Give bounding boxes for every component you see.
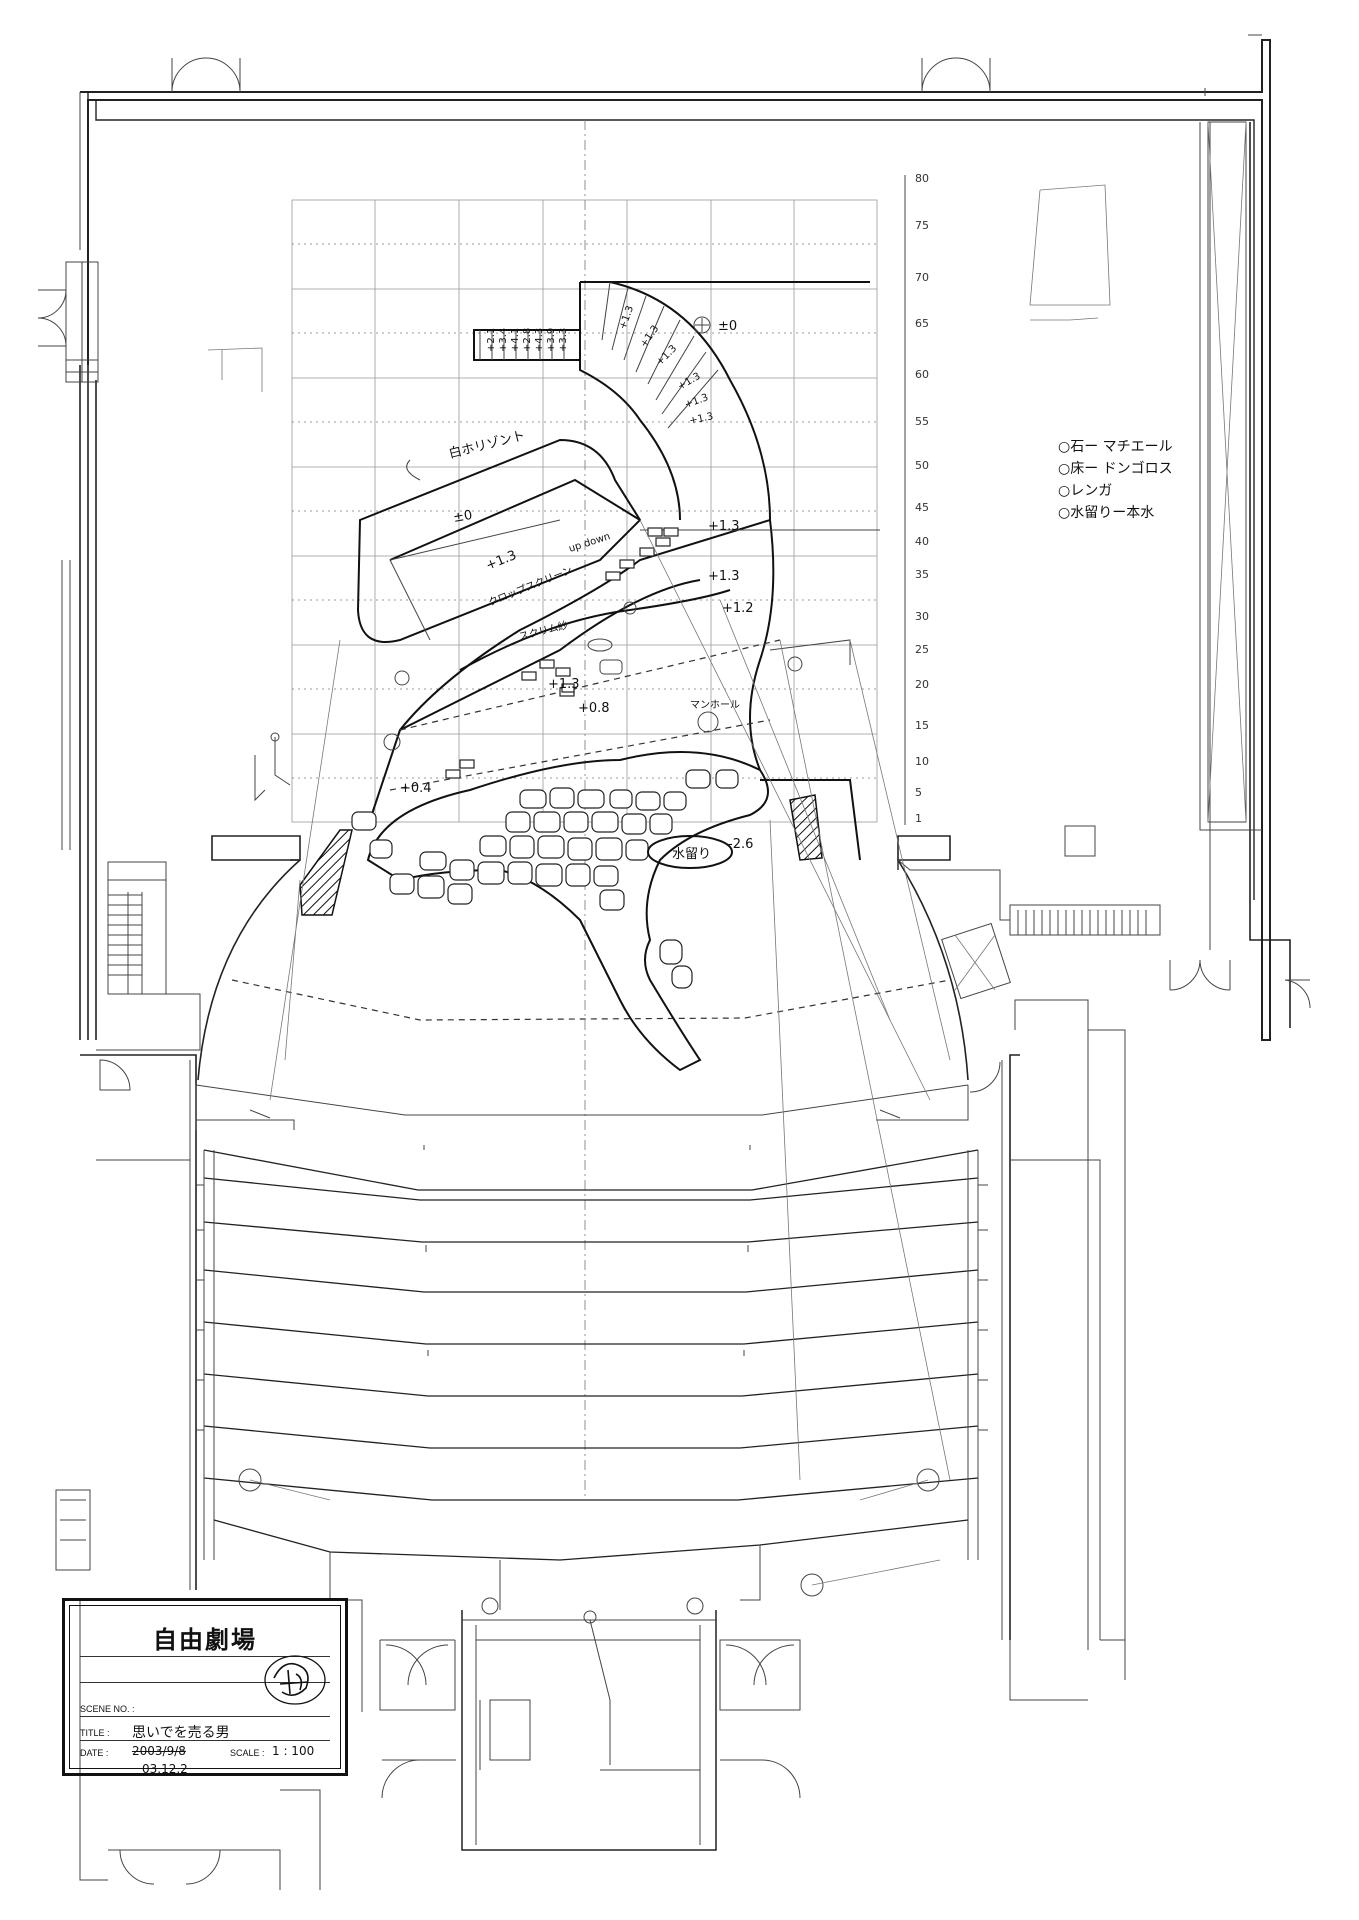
- label-stair: +1.3: [654, 343, 679, 368]
- title-block-inner: 自由劇場 SCENE NO. : TITLE : 思いでを売る男 DATE : …: [69, 1605, 341, 1776]
- stage-grid: [291, 120, 878, 1500]
- cobblestones: [351, 769, 739, 989]
- label-stair: +1.3: [676, 371, 703, 393]
- venue-name: 自由劇場: [153, 1626, 257, 1654]
- signature-stamp: [264, 1655, 326, 1705]
- scale-tick: 45: [915, 501, 929, 514]
- label-plus12: +1.2: [722, 601, 754, 616]
- date-value: 2003/9/8: [132, 1744, 186, 1758]
- label-plus04: +0.4: [400, 781, 432, 796]
- date-label: DATE :: [80, 1748, 109, 1758]
- legend-item: ○床ー ドンゴロス: [1058, 461, 1173, 477]
- label-plus13-c: +1.3: [708, 569, 740, 584]
- date-revised: 03.12.2: [142, 1762, 188, 1776]
- right-wing-panel: [1207, 121, 1247, 823]
- scene-label: SCENE NO. :: [80, 1704, 135, 1714]
- legend-item: ○レンガ: [1058, 483, 1113, 499]
- label-stair: +1.3: [683, 392, 710, 411]
- label-left-stair: +4.3: [534, 328, 545, 352]
- label-left-stair: +3.9: [546, 328, 557, 352]
- label-manhole: マンホール: [690, 699, 740, 711]
- materials-legend: ○石ー マチエール ○床ー ドンゴロス ○レンガ ○水留りー本水: [1058, 436, 1228, 524]
- scale-tick: 1: [915, 812, 922, 825]
- label-zero-mid: ±0: [452, 508, 473, 526]
- scale-tick: 65: [915, 317, 929, 330]
- left-stair-block: [96, 861, 201, 1051]
- divider: [80, 1682, 330, 1683]
- label-pool: 水留り: [672, 847, 711, 862]
- label-plus13-d: +1.3: [548, 677, 580, 692]
- legend-item: ○石ー マチエール: [1058, 439, 1173, 455]
- scale-label: SCALE :: [230, 1748, 265, 1758]
- divider: [80, 1740, 330, 1741]
- scale-tick: 20: [915, 678, 929, 691]
- scale-tick: 10: [915, 755, 929, 768]
- title-block: 自由劇場 SCENE NO. : TITLE : 思いでを売る男 DATE : …: [62, 1598, 348, 1776]
- door-top-left: [171, 57, 241, 93]
- scale-tick: 35: [915, 568, 929, 581]
- legend-item: ○水留りー本水: [1058, 505, 1155, 521]
- label-minus26: -2.6: [728, 837, 753, 852]
- scale-tick: 60: [915, 368, 929, 381]
- label-left-stair: +2.1: [486, 328, 497, 352]
- label-zero-top: ±0: [718, 319, 737, 334]
- door-right-lower: [1169, 959, 1311, 1009]
- scale-tick: 15: [915, 719, 929, 732]
- depth-scale: 80 75 70 65 60 55 50 45 40 35 30 25 20 1…: [904, 172, 929, 825]
- brick-patches: [445, 527, 679, 779]
- label-screen: クロップスクリーン: [487, 564, 574, 609]
- scale-value: 1 : 100: [272, 1744, 315, 1758]
- label-plus13-a: +1.3: [484, 548, 519, 574]
- door-left-wall: [37, 261, 99, 383]
- set-design: [207, 184, 1111, 1481]
- scale-tick: 50: [915, 459, 929, 472]
- label-updown: up down: [568, 531, 612, 555]
- scale-tick: 25: [915, 643, 929, 656]
- scale-tick: 40: [915, 535, 929, 548]
- scale-tick: 70: [915, 271, 929, 284]
- label-stair: +1.3: [617, 304, 636, 331]
- label-stair: +1.3: [688, 411, 714, 427]
- label-scrim: スクリム紗: [518, 619, 569, 643]
- scale-tick: 30: [915, 610, 929, 623]
- scale-tick: 75: [915, 219, 929, 232]
- scale-tick: 55: [915, 415, 929, 428]
- label-left-stair: +3.3: [558, 328, 569, 352]
- label-plus08: +0.8: [578, 701, 610, 716]
- divider: [80, 1656, 330, 1657]
- label-left-stair: +3.4: [498, 328, 509, 352]
- label-left-stair: +4.1: [510, 328, 521, 352]
- scale-tick: 5: [915, 786, 922, 799]
- proscenium: [197, 825, 1161, 1081]
- door-top-right: [921, 57, 991, 93]
- auditorium-seating: [55, 999, 1126, 1890]
- scale-tick: 80: [915, 172, 929, 185]
- title-value: 思いでを売る男: [132, 1725, 230, 1741]
- label-stair: +1.3: [638, 324, 661, 350]
- divider: [80, 1716, 330, 1717]
- label-plus13-b: +1.3: [708, 519, 740, 534]
- title-label: TITLE :: [80, 1728, 110, 1738]
- label-left-stair: +2.8: [522, 328, 533, 352]
- building-walls: [37, 34, 1311, 1041]
